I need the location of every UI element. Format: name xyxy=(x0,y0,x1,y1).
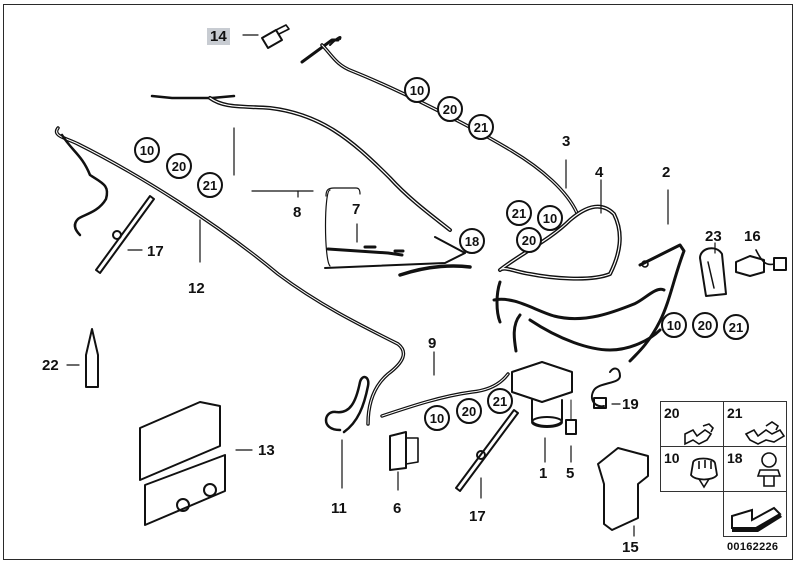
part-label-4[interactable]: 4 xyxy=(595,164,604,181)
part-17-strut-drawing xyxy=(95,195,155,274)
callout-21[interactable]: 21 xyxy=(506,200,532,226)
part-label-16[interactable]: 16 xyxy=(744,228,761,245)
callout-20[interactable]: 20 xyxy=(516,227,542,253)
part-label-6[interactable]: 6 xyxy=(393,500,402,517)
triple-clip-icon xyxy=(744,421,786,445)
part-label-9[interactable]: 9 xyxy=(428,335,437,352)
callout-21[interactable]: 21 xyxy=(468,114,494,140)
part-2-nozzle-drawing xyxy=(628,189,686,363)
part-5-connector-drawing xyxy=(565,399,577,463)
part-15-cover-drawing xyxy=(597,447,649,537)
part-label-23[interactable]: 23 xyxy=(705,228,722,245)
legend-cell-18[interactable]: 18 xyxy=(723,446,787,492)
part-label-7[interactable]: 7 xyxy=(352,201,361,218)
hose-clip-icon xyxy=(690,457,718,489)
part-label-5[interactable]: 5 xyxy=(566,465,575,482)
callout-10[interactable]: 10 xyxy=(134,137,160,163)
image-number: 00162226 xyxy=(727,541,779,553)
callout-20[interactable]: 20 xyxy=(166,153,192,179)
part-14-connector-drawing xyxy=(242,24,290,49)
part-23-holder-drawing xyxy=(699,242,727,297)
part-label-17[interactable]: 17 xyxy=(147,243,164,260)
part-label-22[interactable]: 22 xyxy=(42,357,59,374)
part-label-12[interactable]: 12 xyxy=(188,280,205,297)
part-label-14[interactable]: 14 xyxy=(207,28,230,45)
callout-10[interactable]: 10 xyxy=(537,205,563,231)
plug-bolt-icon xyxy=(756,452,782,487)
callout-21[interactable]: 21 xyxy=(487,388,513,414)
legend-arrow-cell[interactable] xyxy=(723,491,787,537)
part-label-2[interactable]: 2 xyxy=(662,164,671,181)
part-22-part-drawing xyxy=(66,328,99,388)
legend-cell-10[interactable]: 10 xyxy=(660,446,724,492)
legend-cell-21[interactable]: 21 xyxy=(723,401,787,447)
callout-20[interactable]: 20 xyxy=(437,96,463,122)
part-label-17-lower[interactable]: 17 xyxy=(469,508,486,525)
part-9-hose-drawing xyxy=(380,351,510,418)
part-label-8[interactable]: 8 xyxy=(293,204,302,221)
part-7-nozzle-drawing xyxy=(324,187,472,277)
part-label-19[interactable]: 19 xyxy=(622,396,639,413)
part-label-11[interactable]: 11 xyxy=(331,500,347,517)
part-label-15[interactable]: 15 xyxy=(622,539,639,556)
part-8-hose-drawing xyxy=(150,94,452,232)
legend-cell-20[interactable]: 20 xyxy=(660,401,724,447)
callout-18[interactable]: 18 xyxy=(459,228,485,254)
part-19-harness-drawing xyxy=(590,367,621,409)
double-clip-icon xyxy=(684,423,714,446)
callout-20[interactable]: 20 xyxy=(456,398,482,424)
part-17-strut-drawing-2 xyxy=(455,409,519,499)
part-13-reservoir-drawing xyxy=(139,401,253,526)
callout-20[interactable]: 20 xyxy=(692,312,718,338)
part-11-cable-drawing xyxy=(324,375,370,489)
part-1-pump-drawing xyxy=(511,361,573,463)
part-label-3[interactable]: 3 xyxy=(562,133,571,150)
part-12-hose-drawing xyxy=(54,126,406,426)
part-label-1[interactable]: 1 xyxy=(539,465,548,482)
callout-10[interactable]: 10 xyxy=(404,77,430,103)
callout-10[interactable]: 10 xyxy=(424,405,450,431)
part-16-sensor-drawing xyxy=(735,249,787,277)
callout-21[interactable]: 21 xyxy=(197,172,223,198)
callout-10[interactable]: 10 xyxy=(661,312,687,338)
part-6-valve-drawing xyxy=(389,431,419,491)
callout-21[interactable]: 21 xyxy=(723,314,749,340)
part-4-hose-drawing xyxy=(492,179,666,353)
part-label-13[interactable]: 13 xyxy=(258,442,275,459)
direction-arrow-icon xyxy=(731,506,782,532)
part-3-hose-drawing xyxy=(300,36,579,215)
